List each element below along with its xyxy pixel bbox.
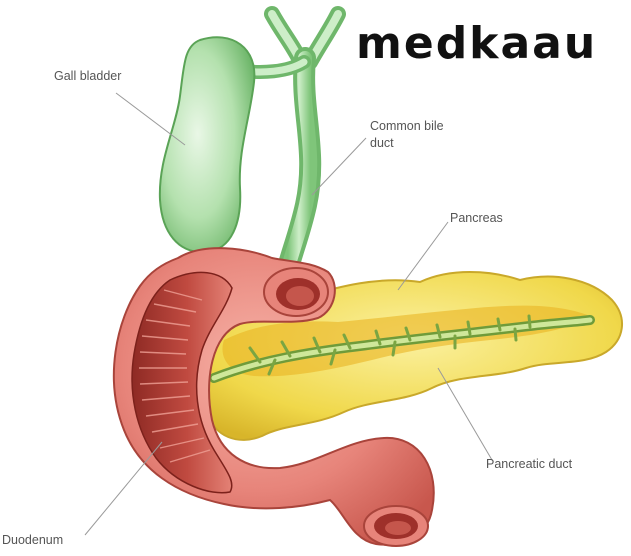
label-pancreatic-duct: Pancreatic duct: [486, 456, 572, 473]
label-duodenum-text: Duodenum: [2, 532, 63, 549]
label-duodenum: Duodenum: [2, 532, 63, 549]
label-common-bile-duct-line1: Common bile: [370, 118, 444, 135]
common-bile-duct: [235, 14, 338, 268]
label-pancreas-text: Pancreas: [450, 210, 503, 227]
label-common-bile-duct-line2: duct: [370, 135, 444, 152]
label-common-bile-duct: Common bile duct: [370, 118, 444, 152]
label-pancreas: Pancreas: [450, 210, 503, 227]
label-gall-bladder: Gall bladder: [54, 68, 121, 85]
brand-logo: medkaau: [356, 18, 597, 69]
label-gall-bladder-text: Gall bladder: [54, 68, 121, 85]
gall-bladder: [160, 37, 255, 252]
label-pancreatic-duct-text: Pancreatic duct: [486, 456, 572, 473]
